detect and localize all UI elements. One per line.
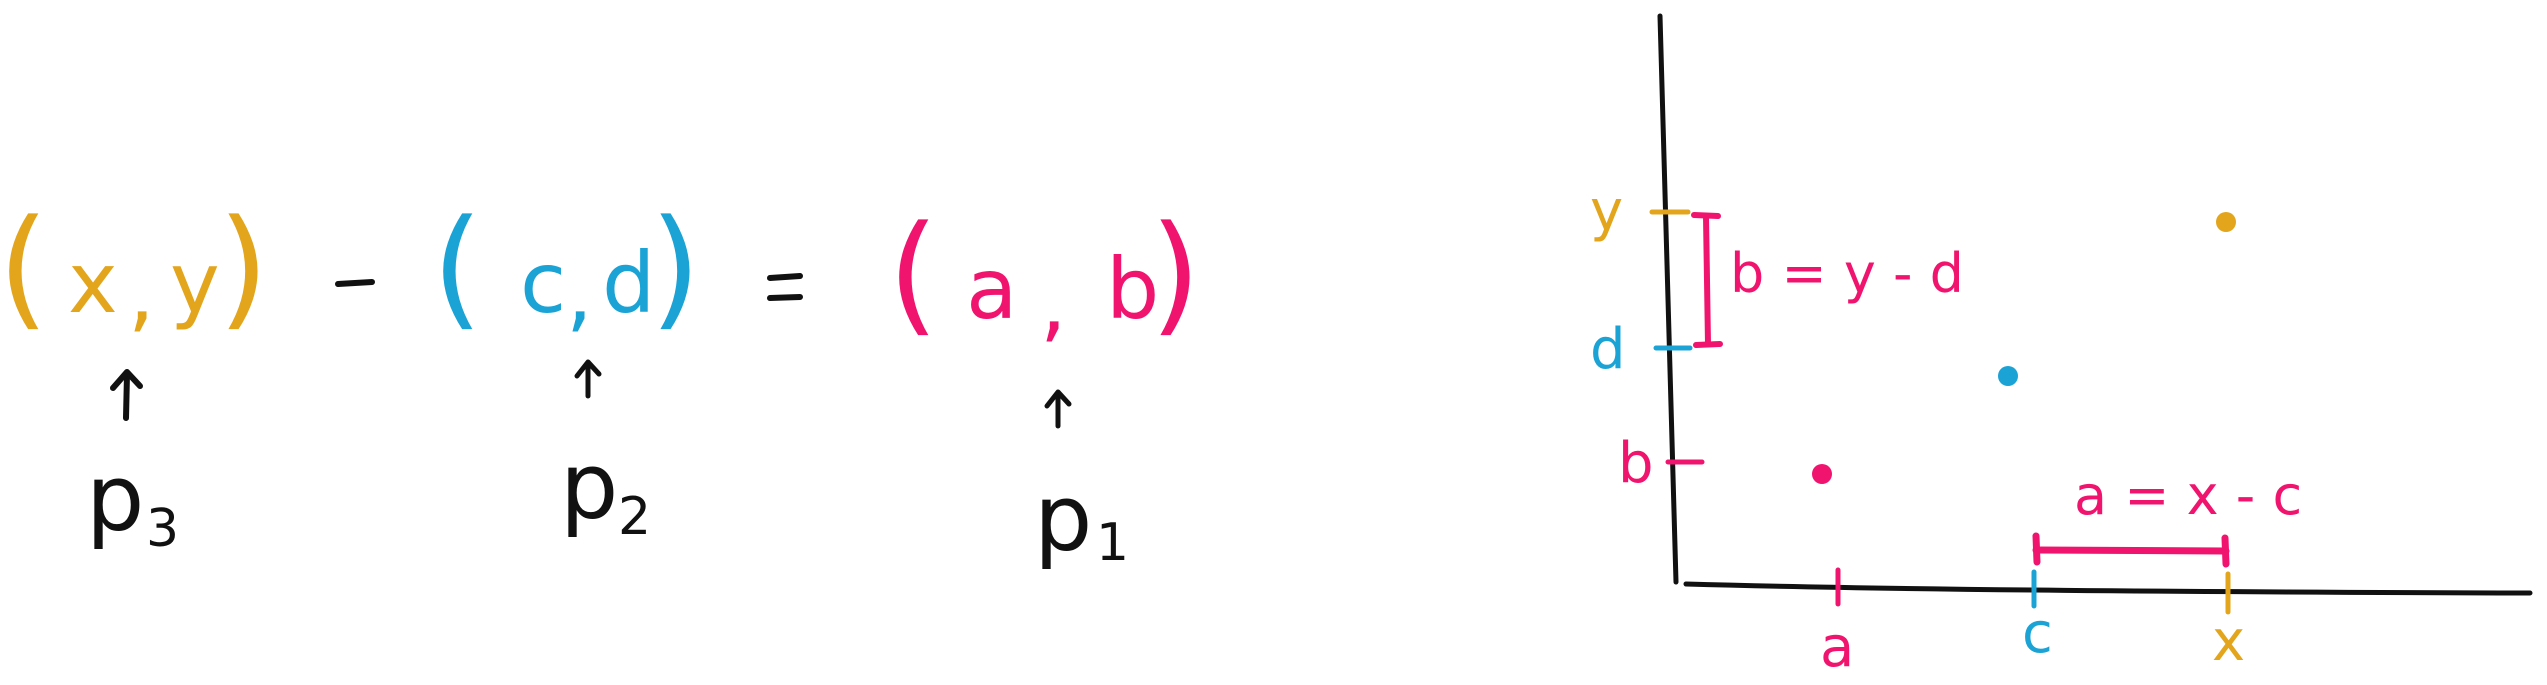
tick-label-c: c: [2022, 601, 2053, 666]
p2-open-paren: (: [432, 191, 483, 343]
tick-label-b: b: [1618, 431, 1654, 496]
p1-close-paren: ): [1150, 197, 1201, 349]
y-axis: [1657, 13, 1679, 585]
tuple-p2: ( c , d ): [432, 191, 701, 343]
p2-d: d: [602, 234, 655, 332]
brace-a: [2032, 532, 2230, 568]
point-p1: [1812, 464, 1832, 484]
tick-label-d: d: [1590, 317, 1626, 382]
label-p2-letter: p: [560, 433, 618, 540]
p2-close-paren: ): [650, 191, 701, 343]
p1-a: a: [966, 240, 1017, 338]
p1-b: b: [1106, 240, 1159, 338]
p2-comma: ,: [566, 244, 593, 342]
p3-x: x: [68, 234, 118, 332]
tick-label-x: x: [2212, 609, 2245, 674]
arrow-p3: [110, 369, 143, 421]
p3-close-paren: ): [218, 191, 269, 343]
minus-sign: [335, 279, 375, 287]
p3-y: y: [170, 234, 220, 332]
label-p1-subscript: 1: [1096, 513, 1129, 573]
label-p2-subscript: 2: [618, 487, 651, 547]
brace-b-label: b = y - d: [1730, 242, 1964, 305]
coordinate-graph: y d b a c x b = y - d a = x - c: [1590, 13, 2533, 680]
label-p3-letter: p: [86, 445, 144, 552]
p3-open-paren: (: [0, 191, 49, 343]
p3-comma: ,: [128, 244, 155, 342]
p2-c: c: [520, 234, 566, 332]
label-p2: p 2: [560, 433, 651, 547]
tuple-p1: ( a , b ): [888, 197, 1201, 352]
arrow-p2: [574, 359, 602, 399]
brace-a-label: a = x - c: [2074, 464, 2302, 527]
point-p3: [2216, 212, 2236, 232]
tick-label-a: a: [1820, 615, 1854, 680]
p1-open-paren: (: [888, 197, 939, 349]
tuple-p3: ( x , y ): [0, 191, 269, 343]
point-p2: [1998, 366, 2018, 386]
equation: ( x , y ) ( c , d ) ( a , b ): [0, 191, 1201, 573]
label-p1-letter: p: [1034, 465, 1092, 572]
label-p3-subscript: 3: [146, 499, 179, 559]
label-p3: p 3: [86, 445, 179, 559]
p1-comma: ,: [1040, 254, 1067, 352]
brace-b: [1691, 212, 1723, 348]
arrow-p1: [1044, 389, 1072, 429]
label-p1: p 1: [1034, 465, 1129, 573]
tick-label-y: y: [1590, 179, 1623, 244]
equals-sign: [767, 273, 803, 301]
x-axis: [1683, 581, 2533, 596]
